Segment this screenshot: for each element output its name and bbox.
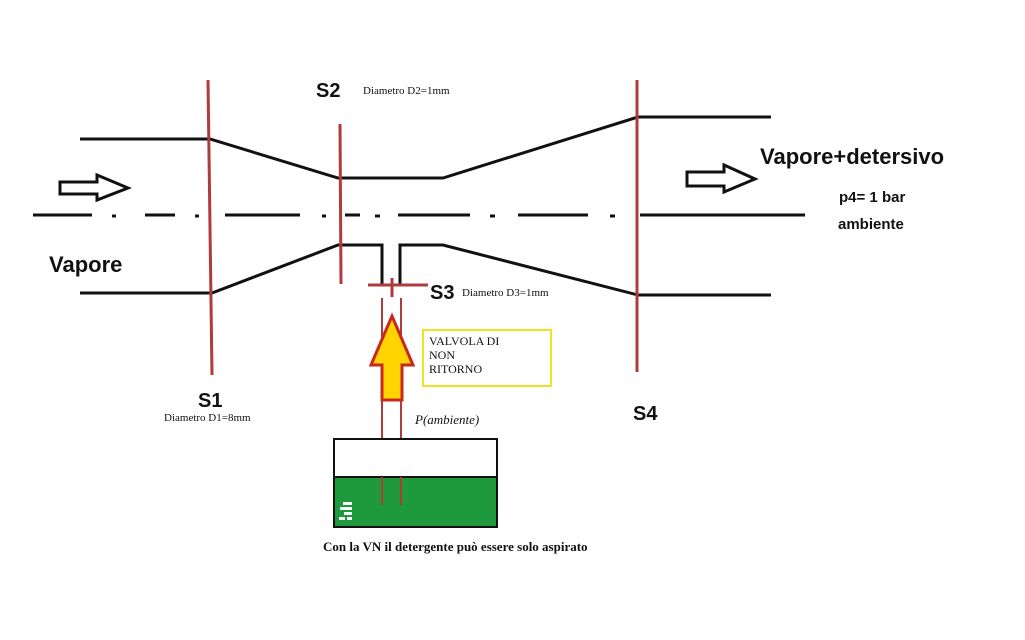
upper-pipe-wall xyxy=(80,115,771,180)
caption: Con la VN il detergente può essere solo … xyxy=(323,539,588,554)
outlet-flow-arrow xyxy=(685,162,759,195)
liquid-glyph xyxy=(339,502,352,520)
suction-arrow xyxy=(368,312,416,402)
p4-label: p4= 1 bar xyxy=(839,189,906,206)
valve-label-line3: RITORNO xyxy=(429,362,483,376)
ambient-pressure-label: P(ambiente) xyxy=(415,412,480,427)
inlet-label: Vapore xyxy=(49,252,123,277)
valve-label-line1: VALVOLA DI xyxy=(429,334,500,348)
valve-label-line2: NON xyxy=(429,348,455,362)
section-label-s3: S3 xyxy=(430,282,455,304)
check-valve-box: VALVOLA DI NON RITORNO xyxy=(422,329,552,387)
section-line-s1 xyxy=(206,79,214,376)
outlet-label: Vapore+detersivo xyxy=(760,144,945,169)
section-label-s2: S2 xyxy=(316,80,341,102)
section-line-s2 xyxy=(338,123,343,285)
p4-sublabel: ambiente xyxy=(838,216,904,233)
detergent-liquid xyxy=(335,477,496,526)
inlet-flow-arrow xyxy=(58,172,133,203)
d1-label: Diametro D1=8mm xyxy=(164,412,251,424)
section-label-s1: S1 xyxy=(198,390,223,412)
section-label-s4: S4 xyxy=(633,403,658,425)
lower-pipe-wall-left xyxy=(80,243,384,295)
center-axis xyxy=(33,213,805,218)
d3-label: Diametro D3=1mm xyxy=(462,287,549,299)
d2-label: Diametro D2=1mm xyxy=(363,85,450,97)
lower-pipe-wall-right xyxy=(398,243,771,297)
